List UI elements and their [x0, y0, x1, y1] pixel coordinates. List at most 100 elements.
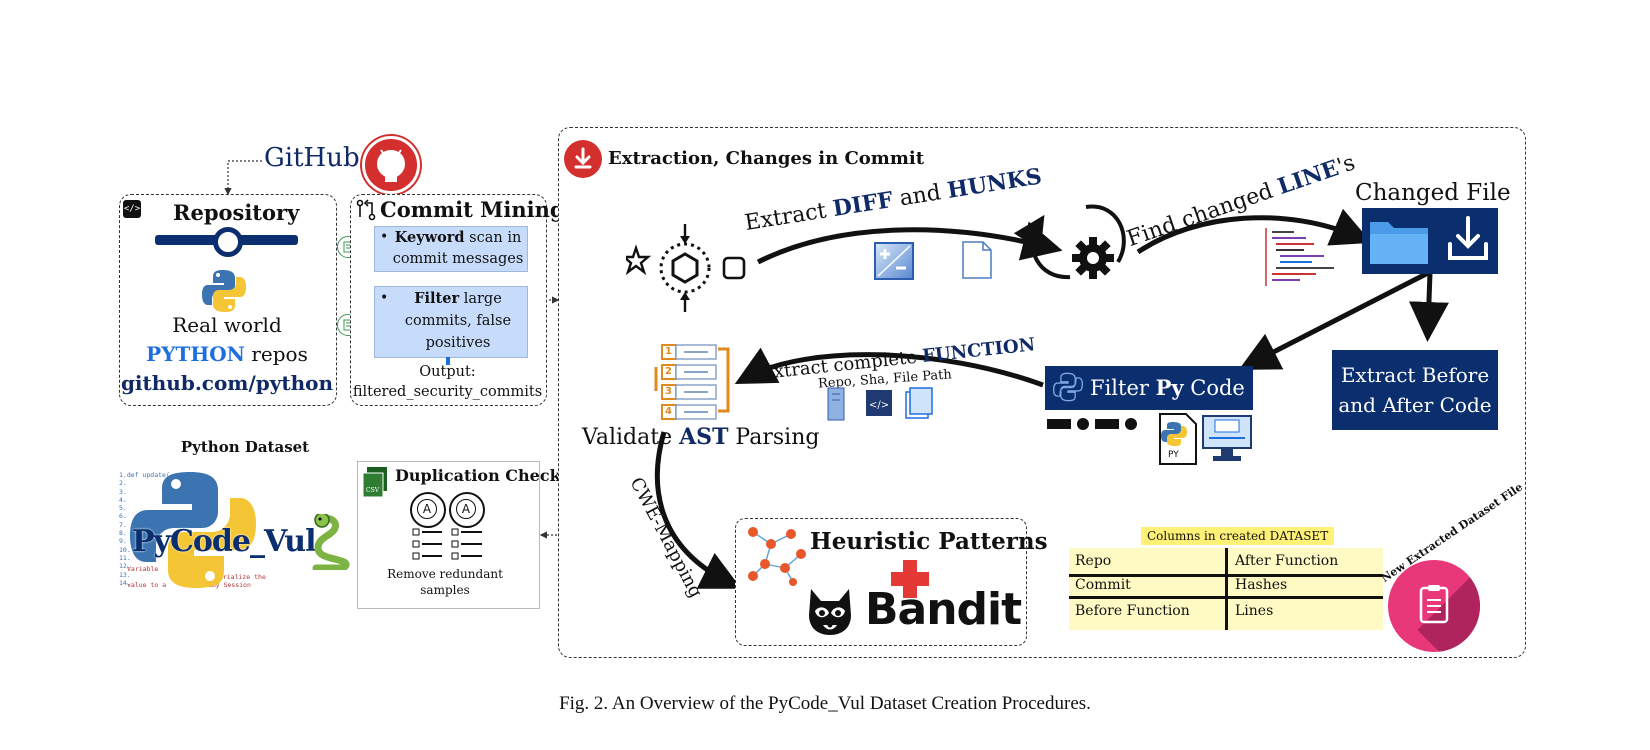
dataset-columns-table: Repo After Function Commit Hashes Before…: [1069, 548, 1383, 630]
duplication-caption: Remove redundant samples: [387, 567, 503, 597]
table-cell: After Function: [1235, 553, 1339, 569]
monitor-icon: [1201, 412, 1253, 468]
github-connector: [224, 160, 262, 196]
heuristic-bandit-panel: [735, 518, 1027, 646]
arrow-to-filter-py: [1238, 270, 1430, 370]
code-line: 14.: [119, 578, 131, 587]
figure-caption: Fig. 2. An Overview of the PyCode_Vul Da…: [559, 693, 1091, 714]
table-cell: Commit: [1075, 577, 1131, 593]
file-icon: [961, 240, 993, 284]
table-row-divider: [1069, 574, 1383, 577]
network-graph-icon: [745, 524, 809, 590]
filter-py-suffix: Code: [1183, 376, 1245, 400]
output-value: filtered_security_commits: [352, 384, 543, 400]
python-mini-icon: [1052, 372, 1084, 417]
heuristic-patterns-label: Heuristic Patterns: [810, 528, 1048, 555]
py-word: Py: [1155, 375, 1184, 400]
plus-icon: [889, 560, 931, 598]
python-word: PYTHON: [146, 342, 245, 366]
code-line: 13.: [119, 570, 131, 579]
keyword-bold: Keyword: [394, 229, 465, 246]
filter-commits-item: • Filter large commits, false positives: [374, 286, 528, 358]
commit-mining-title: Commit Mining: [380, 197, 565, 222]
python-logo-icon: [201, 268, 247, 318]
duplicate-letter: A: [456, 499, 476, 519]
output-arrow-icon: [446, 357, 450, 365]
clipboard-icon: [1419, 585, 1449, 624]
code-fragment: chemy Session: [200, 581, 251, 589]
py-file-icon: [1158, 412, 1198, 470]
arrow-find-changed: [1136, 208, 1372, 255]
filter-py-box: Filter Py Code: [1045, 366, 1253, 410]
repo-sha-path-icons: </>: [827, 387, 933, 421]
code-line: 5.: [119, 504, 127, 513]
duplicate-a-icon-2: A: [449, 492, 485, 528]
filter-text: Filter large commits, false positives: [391, 288, 525, 354]
validate-suffix: Parsing: [728, 425, 820, 450]
arrow-cwe-mapping: [654, 431, 742, 589]
dash-dot-line: [1047, 418, 1137, 430]
code-line: 8.: [119, 529, 127, 538]
repository-line1: Real world: [172, 313, 282, 337]
filter-rest: large commits, false positives: [404, 291, 512, 351]
code-line: 4.: [119, 495, 127, 504]
table-row-divider: [1069, 596, 1383, 599]
code-line: 12.: [119, 562, 131, 571]
arrow-to-before-after: [1408, 272, 1449, 342]
code-icon: </>: [123, 200, 141, 218]
arrow-extract-function: [734, 347, 1044, 388]
code-line: 11.: [119, 553, 131, 562]
validate-prefix: Validate: [582, 425, 680, 450]
new-dataset-file-badge: [1388, 560, 1480, 652]
list-number: 3: [665, 386, 672, 397]
changed-file-box: [1362, 208, 1498, 274]
code-line: 7.: [119, 520, 127, 529]
bullet-dot: •: [380, 290, 389, 306]
keyword-scan-text: Keyword scan in commit messages: [391, 227, 525, 270]
repository-line2: PYTHON repos: [119, 342, 335, 366]
gear-icon: [1070, 235, 1116, 285]
repository-url[interactable]: github.com/python: [120, 371, 334, 395]
duplication-check-panel: [357, 461, 540, 609]
python-big-logo-icon: [128, 470, 258, 594]
list-number: 1: [665, 346, 672, 357]
git-compare-icon: [356, 199, 376, 225]
bullet-dot: •: [380, 229, 389, 245]
filter-bold: Filter: [414, 290, 460, 307]
filter-py-prefix: Filter: [1090, 376, 1156, 400]
ordered-list-icon: [650, 343, 736, 429]
filter-py-text: Filter Py Code: [1090, 366, 1245, 410]
csv-files-icon: CSV: [362, 467, 387, 498]
duplicate-letter: A: [417, 499, 437, 519]
code-fragment: Serialize the: [215, 573, 266, 581]
arrow-extract-diff: [756, 221, 1063, 265]
repository-slider-knob: [213, 227, 243, 257]
snake-icon: [306, 512, 352, 574]
table-cell: Hashes: [1235, 577, 1288, 593]
code-snippet: 1.def update( 2. 3. 4. 5. 6. 7. 8. 9. 10…: [119, 471, 269, 591]
duplication-title: Duplication Check: [395, 466, 561, 485]
code-lines-icon: [1265, 228, 1334, 286]
gear-cycle-arrow: [1033, 207, 1126, 280]
download-icon: [564, 140, 602, 178]
changed-file-label: Changed File: [1355, 180, 1511, 206]
keyword-scan-item: • Keyword scan in commit messages: [374, 226, 528, 272]
code-fragment: value to a: [127, 581, 167, 589]
table-cell: Before Function: [1075, 603, 1190, 619]
code-line: 3.: [119, 487, 127, 496]
ast-word: AST: [679, 424, 729, 450]
diff-icon: [874, 242, 914, 280]
raccoon-icon: [805, 585, 855, 641]
duplicate-a-icon-1: A: [410, 492, 446, 528]
code-line: 2.: [119, 479, 127, 488]
keyword-rest: scan in commit messages: [392, 230, 524, 267]
list-number: 4: [665, 406, 672, 417]
table-cell: Lines: [1235, 603, 1274, 619]
table-column-divider: [1225, 548, 1228, 630]
extraction-title: Extraction, Changes in Commit: [608, 148, 925, 169]
svg-text:</>: </>: [869, 400, 889, 411]
github-octocat-icon: [362, 136, 420, 194]
repository-title: Repository: [173, 200, 300, 225]
list-number: 2: [665, 366, 672, 377]
